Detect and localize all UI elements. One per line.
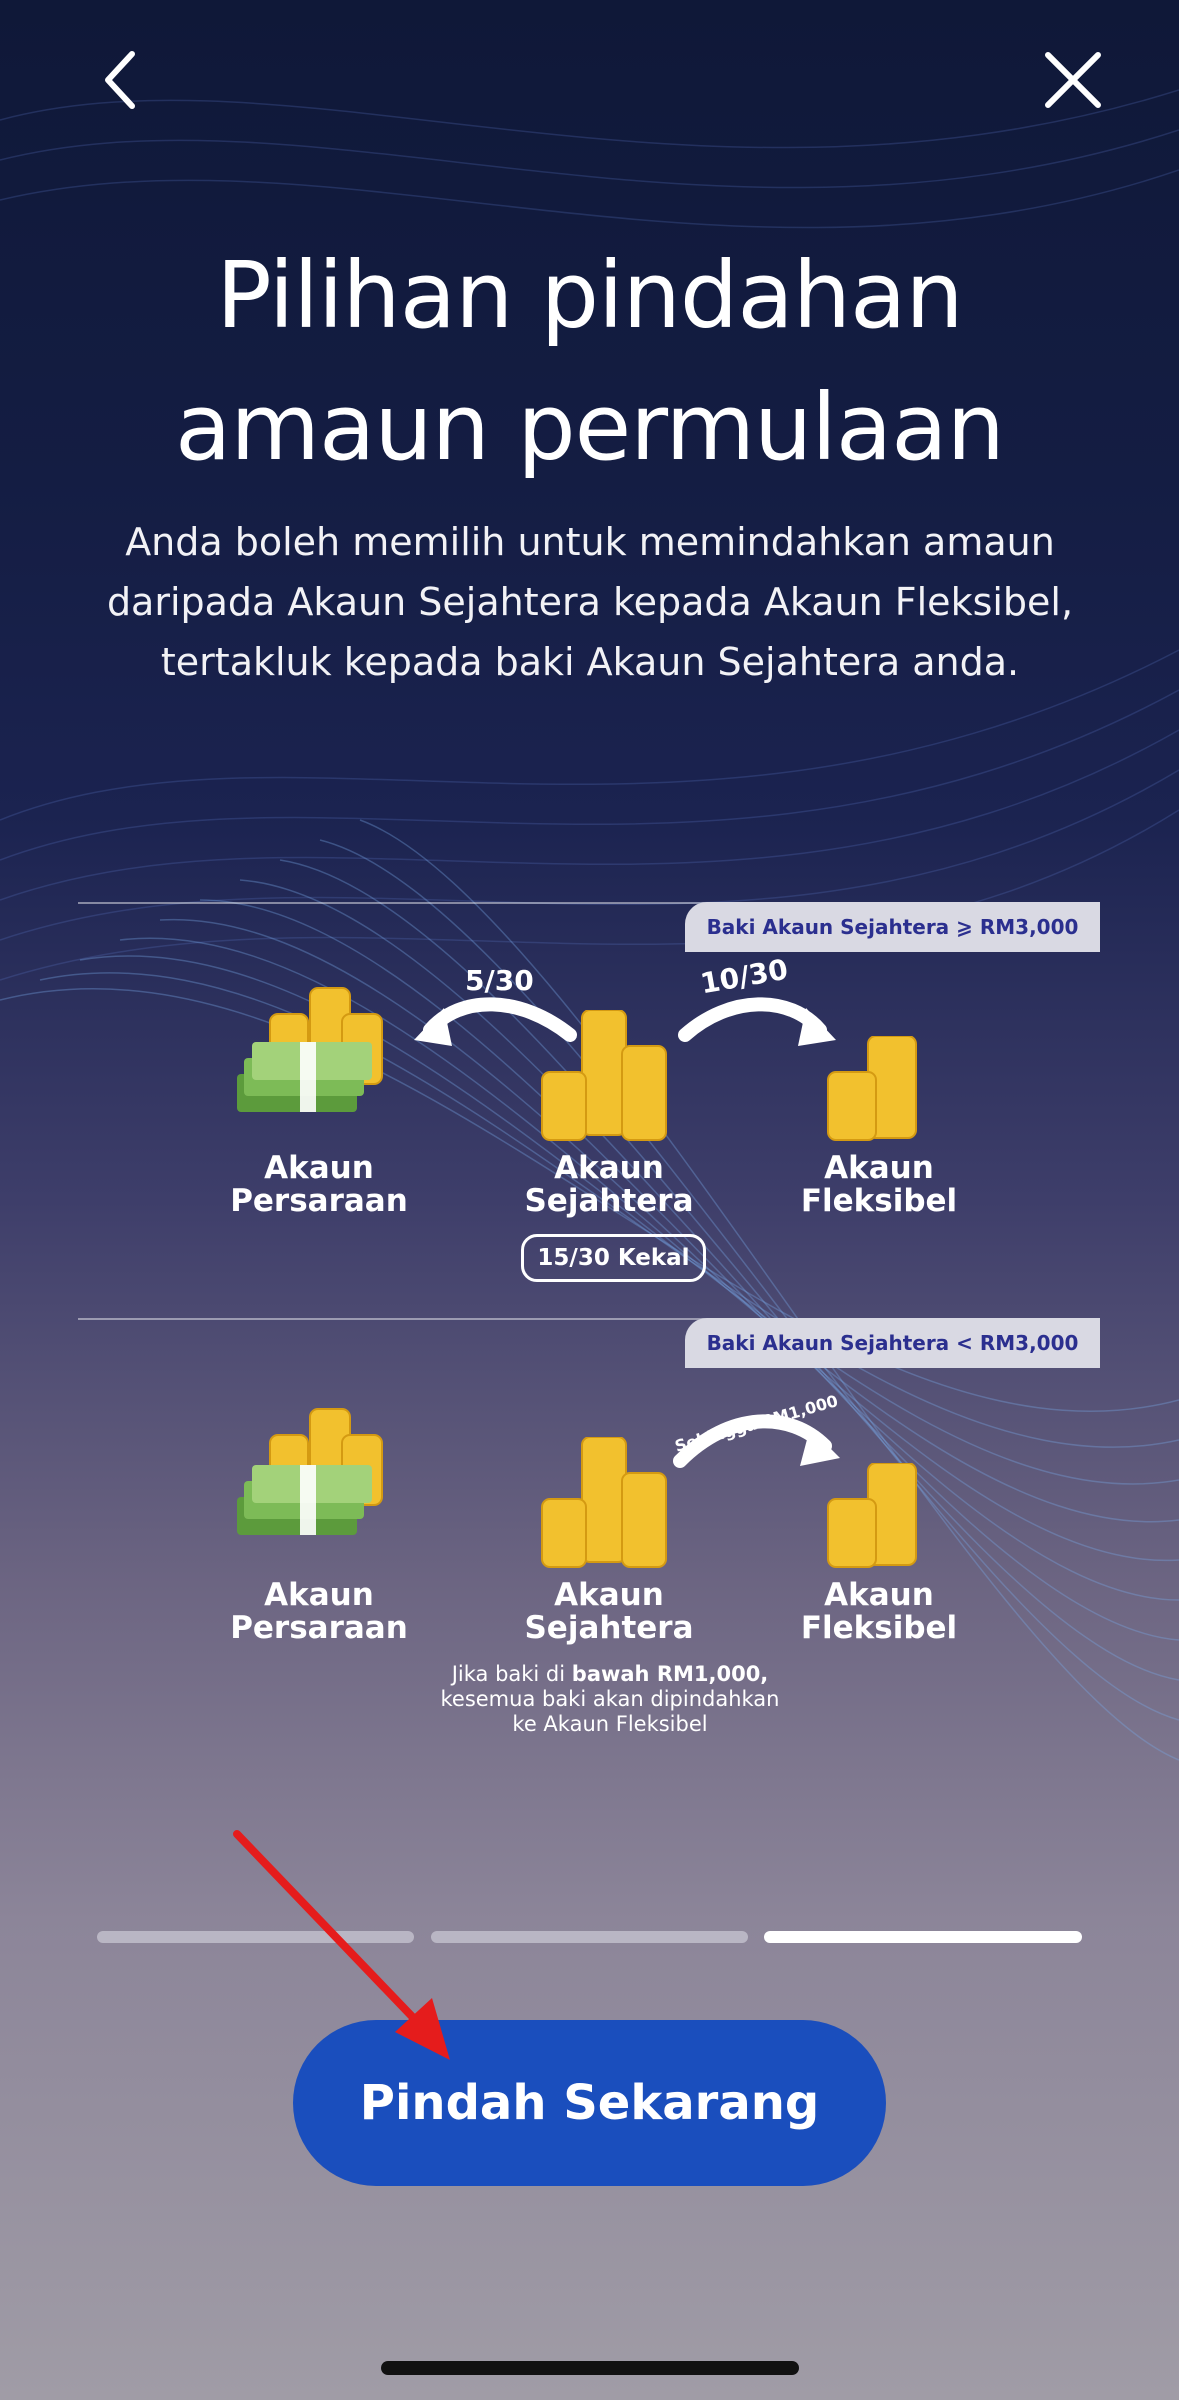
progress-step-3 xyxy=(764,1931,1082,1943)
annotation-arrow-icon xyxy=(233,1830,450,2060)
page-title: Pilihan pindahan amaun permulaan xyxy=(0,230,1179,494)
account-line2: Sejahtera xyxy=(524,1183,694,1219)
fleksibel-coins-icon xyxy=(827,1036,917,1141)
low-balance-note: Jika baki di bawah RM1,000, kesemua baki… xyxy=(420,1662,800,1737)
progress-step-2 xyxy=(431,1931,748,1943)
section-divider-middle xyxy=(78,1318,1100,1320)
account-label-sejahtera: Akaun Sejahtera xyxy=(489,1152,729,1218)
note-line-2: kesemua baki akan dipindahkan xyxy=(440,1687,780,1711)
account-line1: Akaun xyxy=(824,1577,934,1613)
account-label-fleksibel: Akaun Fleksibel xyxy=(759,1152,999,1218)
sejahtera-coins-icon xyxy=(541,1437,667,1568)
back-button[interactable] xyxy=(80,40,160,120)
retirement-cash-coins-icon xyxy=(237,1408,383,1535)
section-divider-top xyxy=(78,902,1100,904)
account-line2: Sejahtera xyxy=(524,1610,694,1646)
home-indicator[interactable] xyxy=(381,2361,799,2375)
retirement-cash-coins-icon xyxy=(237,987,383,1112)
account-line2: Persaraan xyxy=(230,1610,408,1646)
account-label-fleksibel: Akaun Fleksibel xyxy=(759,1579,999,1645)
account-label-sejahtera: Akaun Sejahtera xyxy=(489,1579,729,1645)
account-label-persaraan: Akaun Persaraan xyxy=(199,1152,439,1218)
account-label-persaraan: Akaun Persaraan xyxy=(199,1579,439,1645)
account-line2: Fleksibel xyxy=(800,1610,958,1646)
chevron-left-icon xyxy=(105,51,135,109)
account-line2: Fleksibel xyxy=(800,1183,958,1219)
balance-tag-below: Baki Akaun Sejahtera < RM3,000 xyxy=(685,1318,1100,1368)
close-icon xyxy=(1045,52,1101,108)
transfer-arrows-icon xyxy=(414,997,836,1046)
account-line1: Akaun xyxy=(554,1577,664,1613)
fleksibel-coins-icon xyxy=(827,1463,917,1568)
sejahtera-coins-icon xyxy=(541,1010,667,1141)
note-line-1: Jika baki di bawah RM1,000, xyxy=(451,1662,769,1686)
ratio-left-label: 5/30 xyxy=(465,964,534,997)
account-line1: Akaun xyxy=(554,1150,664,1186)
transfer-now-button[interactable]: Pindah Sekarang xyxy=(293,2020,886,2186)
close-button[interactable] xyxy=(1033,40,1113,120)
account-line1: Akaun xyxy=(264,1577,374,1613)
account-line2: Persaraan xyxy=(230,1183,408,1219)
transfer-arrow-icon xyxy=(673,1414,840,1468)
title-line-2: amaun permulaan xyxy=(175,374,1005,481)
account-line1: Akaun xyxy=(264,1150,374,1186)
account-line1: Akaun xyxy=(824,1150,934,1186)
locked-amount-pill: 15/30 Kekal xyxy=(521,1234,706,1282)
title-line-1: Pilihan pindahan xyxy=(216,242,963,349)
balance-tag-above: Baki Akaun Sejahtera ⩾ RM3,000 xyxy=(685,902,1100,952)
page-description: Anda boleh memilih untuk memindahkan ama… xyxy=(106,520,1074,684)
note-line-3: ke Akaun Fleksibel xyxy=(512,1712,708,1736)
